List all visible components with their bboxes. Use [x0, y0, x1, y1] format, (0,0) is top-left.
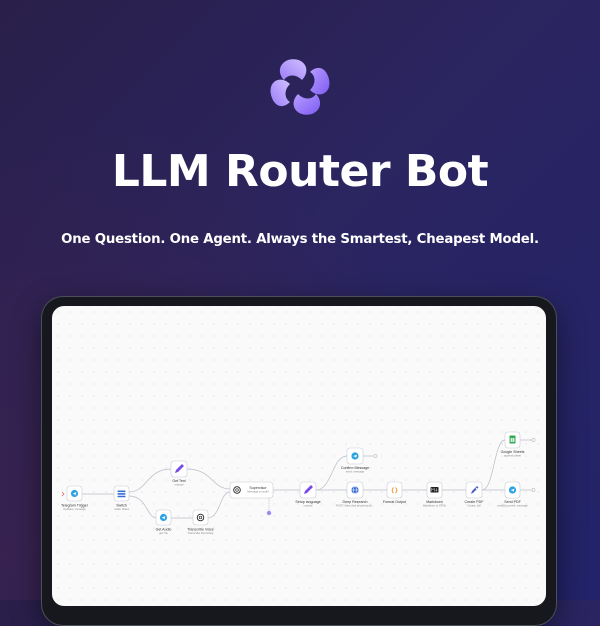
- telegram-icon: [159, 513, 168, 522]
- openai-icon: [196, 513, 205, 522]
- telegram-icon: [351, 452, 359, 460]
- node-subtitle: manual: [175, 482, 184, 486]
- telegram-icon: [508, 486, 517, 494]
- node-title: Confirm Message: [341, 466, 369, 470]
- node-google-sheets[interactable]: Google Sheets append: sheet: [501, 431, 525, 457]
- markdown-icon: [430, 487, 439, 493]
- node-switch[interactable]: Switch mode: Rules: [113, 485, 130, 511]
- node-title: Format Output: [383, 500, 406, 504]
- node-get-audio[interactable]: Get Audio get: file: [156, 509, 172, 535]
- telegram-icon: [70, 489, 79, 498]
- page-title: LLM Router Bot: [111, 146, 489, 197]
- node-subtitle: Markdown to HTML: [423, 503, 447, 507]
- node-subtitle: append: sheet: [504, 453, 521, 457]
- openai-icon: [233, 486, 241, 494]
- node-title: Get Text: [172, 479, 185, 483]
- pencil-icon: [304, 485, 313, 494]
- logo-icon: [270, 59, 330, 115]
- node-subtitle: Create: pdf: [467, 503, 481, 507]
- node-markdown[interactable]: Markdown Markdown to HTML: [423, 481, 447, 507]
- node-send-pdf[interactable]: Send PDF sendDocument: message: [497, 481, 528, 507]
- node-title: Transcribe Voice: [187, 528, 214, 532]
- node-subtitle: send: message: [346, 469, 365, 473]
- sheets-icon: [509, 435, 516, 444]
- node-format-output[interactable]: {} Format Output: [383, 481, 406, 504]
- node-subtitle: mode: Rules: [114, 507, 130, 511]
- node-title: Get Audio: [156, 528, 172, 532]
- switch-icon: [117, 490, 126, 498]
- globe-icon: [351, 486, 359, 494]
- node-setup-language[interactable]: Setup language manual: [295, 481, 321, 507]
- tagline: One Question. One Agent. Always the Smar…: [61, 232, 539, 247]
- workflow-connections: [61, 438, 536, 519]
- node-telegram-trigger[interactable]: Telegram Trigger Updates: message: [61, 485, 89, 511]
- node-subtitle: Transcribe Recording: [188, 531, 214, 535]
- node-title: Send PDF: [504, 500, 521, 504]
- node-subtitle: Message a model: [247, 490, 269, 494]
- node-title: Deep Research: [343, 500, 368, 504]
- node-subtitle: manual: [304, 503, 313, 507]
- node-title: Google Sheets: [501, 450, 525, 454]
- node-subtitle: sendDocument: message: [497, 503, 528, 507]
- node-confirm-message[interactable]: Confirm Message send: message: [341, 447, 369, 473]
- pencil-icon: [175, 464, 184, 473]
- node-subtitle: Updates: message: [63, 507, 86, 511]
- node-get-text[interactable]: Get Text manual: [170, 460, 188, 486]
- node-title: Markdown: [426, 500, 443, 504]
- pdf-rocket-icon: [471, 486, 479, 494]
- workflow-diagram: Telegram Trigger Updates: message Switch…: [61, 431, 536, 535]
- node-title: Setup language: [295, 500, 320, 504]
- node-title: Telegram Trigger: [61, 504, 89, 508]
- workflow-canvas[interactable]: Telegram Trigger Updates: message Switch…: [52, 306, 546, 606]
- node-title: Switch: [116, 504, 127, 508]
- node-subtitle: POST: https://api.perplexity.ai/...: [336, 503, 374, 507]
- node-supervisor[interactable]: Supervisor Message a model: [229, 481, 274, 499]
- node-title: Supervisor: [249, 486, 267, 490]
- node-create-pdf[interactable]: Create PDF Create: pdf: [465, 481, 485, 507]
- code-braces-icon: {}: [391, 487, 399, 494]
- node-subtitle: get: file: [159, 531, 168, 535]
- node-transcribe-voice[interactable]: Transcribe Voice Transcribe Recording: [187, 509, 214, 535]
- node-deep-research[interactable]: Deep Research POST: https://api.perplexi…: [336, 481, 374, 507]
- node-title: Create PDF: [465, 500, 485, 504]
